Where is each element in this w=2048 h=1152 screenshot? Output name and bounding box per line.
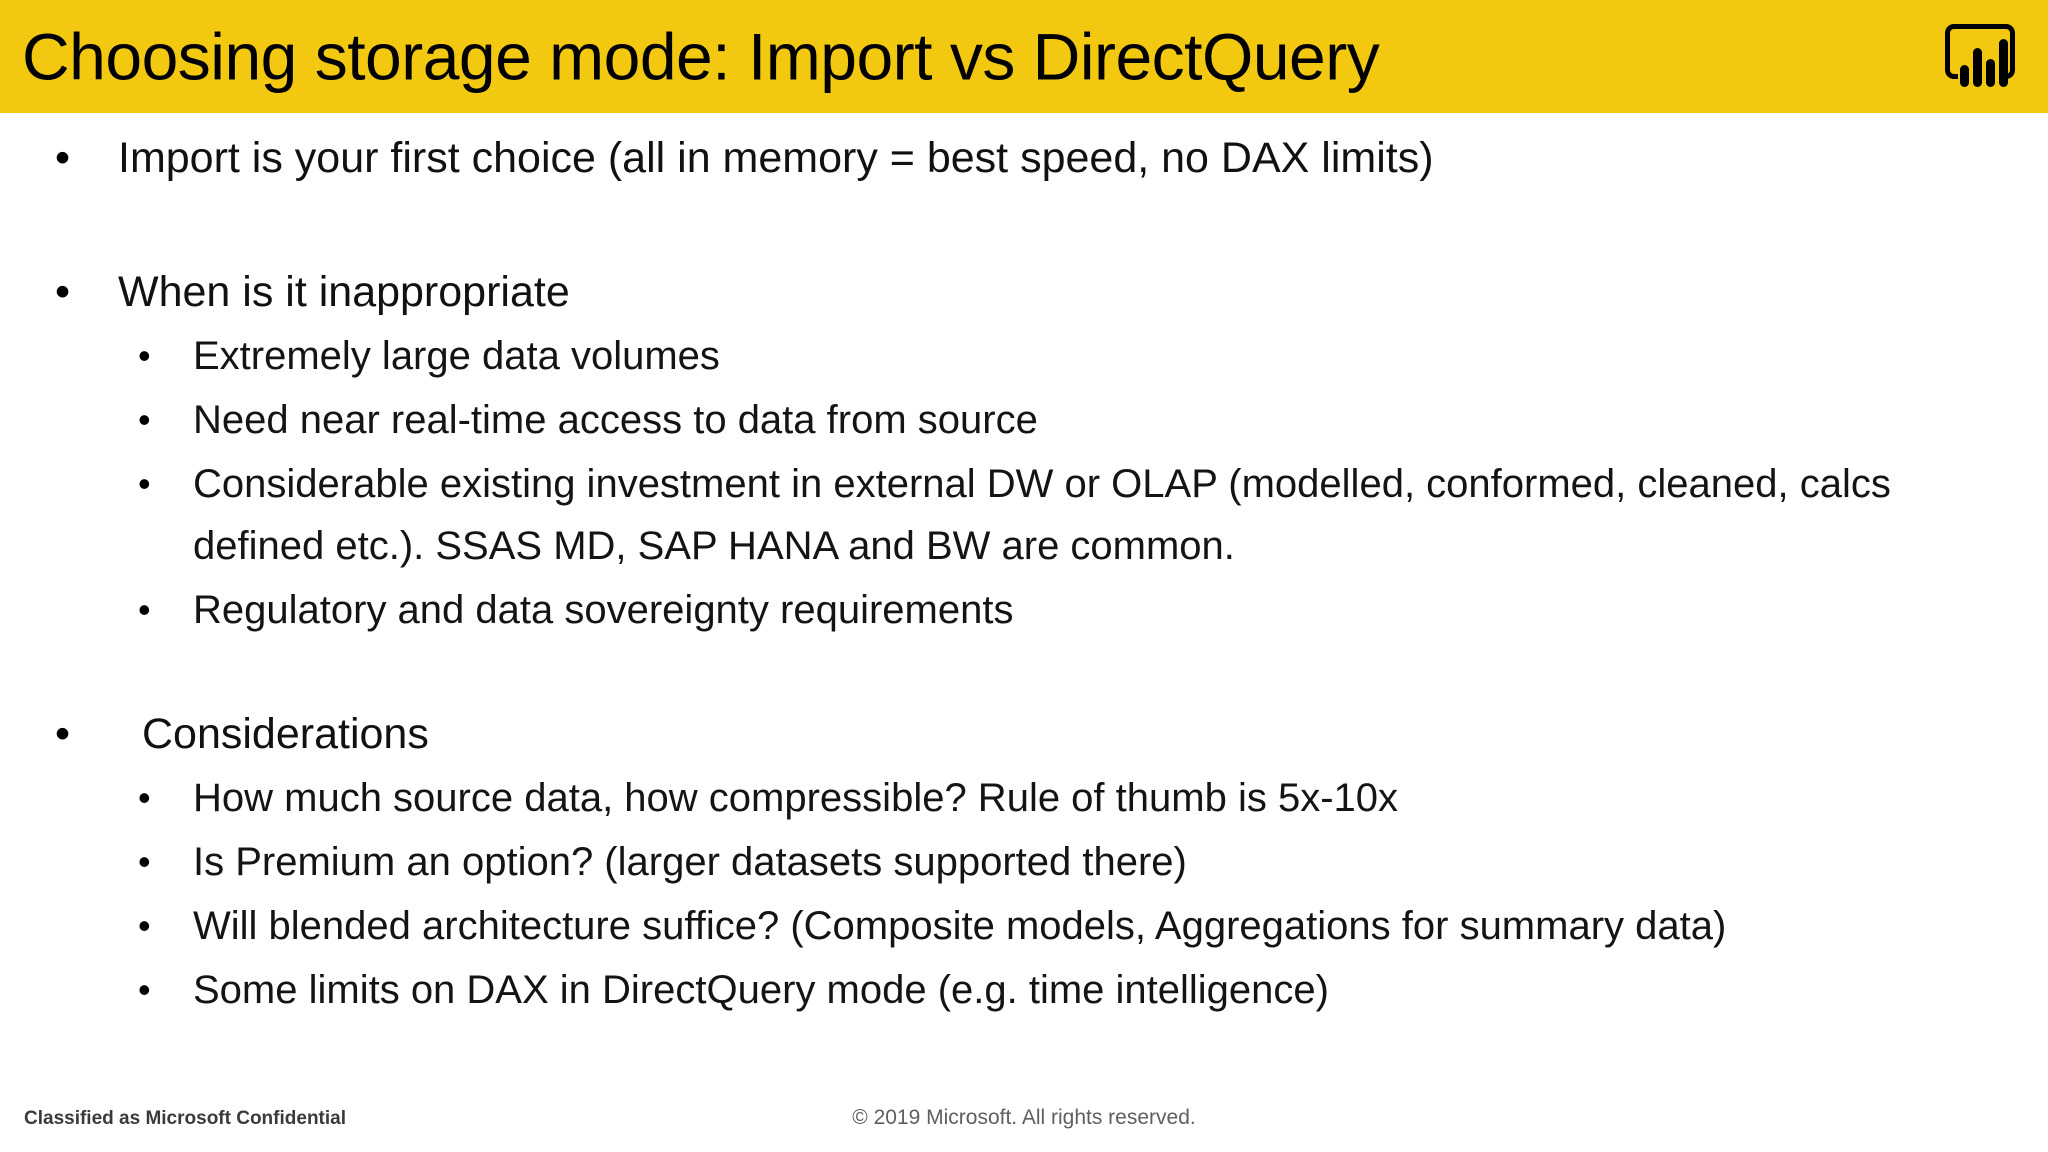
spacer — [0, 641, 2048, 689]
bullet-marker-icon: • — [138, 399, 151, 440]
bullet-marker-icon: • — [138, 777, 151, 818]
section-considerations-heading: Considerations — [142, 710, 429, 758]
list-item-text: Some limits on DAX in DirectQuery mode (… — [193, 968, 1329, 1012]
bullet-intro-text: Import is your first choice (all in memo… — [118, 134, 1434, 182]
list-item: • Need near real-time access to data fro… — [0, 389, 2048, 451]
list-item-text: Need near real-time access to data from … — [193, 398, 1038, 442]
bullet-marker-icon: • — [55, 134, 71, 182]
list-item-text: Regulatory and data sovereignty requirem… — [193, 588, 1014, 632]
bullet-marker-icon: • — [55, 268, 71, 316]
slide-body: • Import is your first choice (all in me… — [0, 113, 2048, 1063]
bullet-marker-icon: • — [138, 841, 151, 882]
list-item: • How much source data, how compressible… — [0, 767, 2048, 829]
page-title: Choosing storage mode: Import vs DirectQ… — [22, 18, 1380, 93]
list-item: • Extremely large data volumes — [0, 325, 2048, 387]
bullet-marker-icon: • — [138, 463, 151, 504]
list-item-text: Will blended architecture suffice? (Comp… — [193, 904, 1727, 948]
spacer — [0, 189, 2048, 247]
title-banner: Choosing storage mode: Import vs DirectQ… — [0, 0, 2048, 113]
list-item: • Some limits on DAX in DirectQuery mode… — [0, 959, 2048, 1021]
section-inappropriate-heading: When is it inappropriate — [118, 268, 570, 316]
list-item-text: Extremely large data volumes — [193, 334, 720, 378]
list-item-text: How much source data, how compressible? … — [193, 776, 1398, 820]
bullet-marker-icon: • — [138, 969, 151, 1010]
copyright-label: © 2019 Microsoft. All rights reserved. — [852, 1106, 1196, 1129]
list-item: • Regulatory and data sovereignty requir… — [0, 579, 2048, 641]
power-bi-icon — [1945, 23, 2015, 87]
bullet-section-considerations: • Considerations — [0, 703, 2048, 765]
list-item-text: Considerable existing investment in exte… — [193, 462, 1891, 568]
bullet-marker-icon: • — [138, 905, 151, 946]
bullet-section-inappropriate: • When is it inappropriate — [0, 261, 2048, 323]
bullet-marker-icon: • — [138, 589, 151, 630]
list-item: • Will blended architecture suffice? (Co… — [0, 895, 2048, 957]
list-item: • Is Premium an option? (larger datasets… — [0, 831, 2048, 893]
classification-label: Classified as Microsoft Confidential — [24, 1108, 346, 1129]
bullet-marker-icon: • — [55, 710, 71, 758]
list-item-text: Is Premium an option? (larger datasets s… — [193, 840, 1187, 884]
bullet-marker-icon: • — [138, 335, 151, 376]
bullet-intro: • Import is your first choice (all in me… — [0, 127, 2048, 189]
list-item: • Considerable existing investment in ex… — [0, 453, 2048, 577]
